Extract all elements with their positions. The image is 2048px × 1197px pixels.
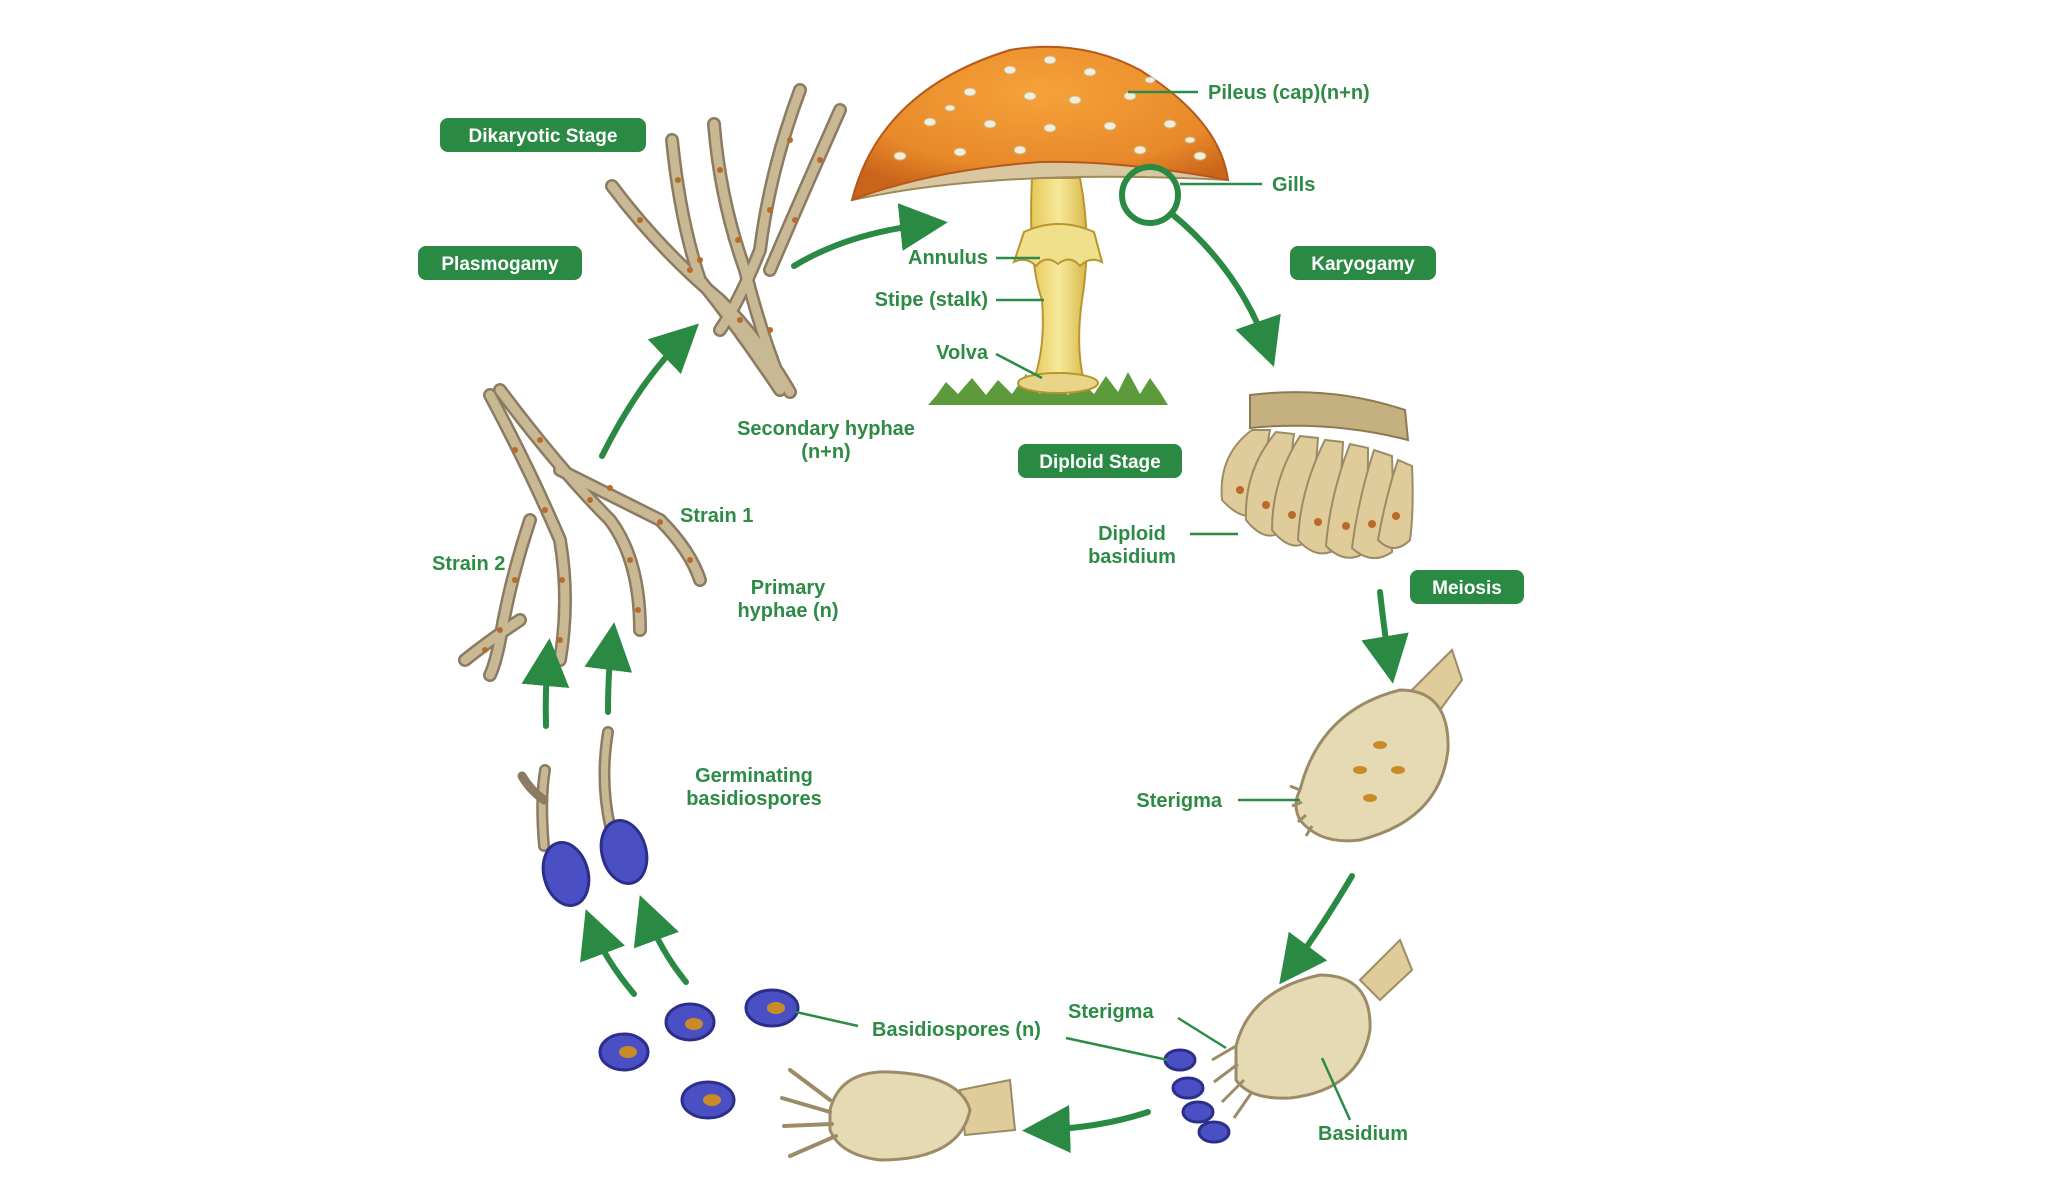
label-basidiospores: Basidiospores (n) [872,1019,1041,1041]
label-primary-hyphae-ploidy: hyphae (n) [737,600,838,622]
label-annulus: Annulus [908,247,988,269]
label-volva: Volva [936,342,989,364]
label-diploid-basidium: Diploid [1098,523,1166,545]
stage-badge-meiosis: Meiosis [1410,570,1524,604]
arrow-diploid-to-meiosis [1361,589,1409,684]
basidiospores-illustration [598,988,800,1120]
label-germinating-2: basidiospores [686,788,822,810]
label-secondary-hyphae-ploidy: (n+n) [801,441,850,463]
badge-label-diploid: Diploid Stage [1039,452,1160,473]
label-sterigma-bottom: Sterigma [1068,1001,1154,1023]
arrow-germ-to-primary-1 [521,638,570,729]
label-primary-hyphae: Primary [751,577,826,599]
label-germinating: Germinating [695,765,813,787]
arrow-meiosis-to-basidium [1279,873,1355,985]
leader-lines [795,90,1352,1121]
label-gills: Gills [1272,174,1315,196]
label-diploid-basidium-2: basidium [1088,546,1176,568]
spore-icon [1163,1048,1197,1072]
diploid-basidium-illustration [1220,391,1414,559]
arrow-hyphae-to-mushroom [791,203,948,269]
stage-badge-plasmogamy: Plasmogamy [418,246,582,280]
empty-basidium-illustration [780,1068,1017,1162]
stage-badge-karyogamy: Karyogamy [1290,246,1436,280]
germinating-basidiospores-illustration [517,726,649,907]
arrow-spore-to-germ-2 [633,895,689,985]
arrow-gills-to-diploid [1169,211,1281,367]
label-strain1: Strain 1 [680,505,753,527]
label-sterigma-top: Sterigma [1136,790,1222,812]
mushroom-illustration [850,45,1230,405]
badge-label-karyogamy: Karyogamy [1311,254,1415,275]
primary-hyphae-illustration [458,383,707,682]
label-pileus: Pileus (cap)(n+n) [1208,82,1370,104]
label-basidium: Basidium [1318,1123,1408,1145]
stage-badge-diploid: Diploid Stage [1018,444,1182,478]
label-strain2: Strain 2 [432,553,505,575]
meiosis-basidium-illustration [1289,648,1464,843]
arrow-basidium-to-empty [1022,1105,1151,1153]
arrow-primary-to-secondary [599,323,700,459]
gills-highlight-circle [1119,164,1181,226]
arrow-germ-to-primary-2 [584,622,633,715]
secondary-hyphae-illustration [605,83,847,399]
stage-badge-dikaryotic: Dikaryotic Stage [440,118,646,152]
label-secondary-hyphae: Secondary hyphae [737,418,915,440]
badge-label-meiosis: Meiosis [1432,578,1502,599]
badge-label-dikaryotic: Dikaryotic Stage [469,126,618,147]
arrow-spore-to-germ-1 [580,909,637,997]
label-stipe: Stipe (stalk) [875,289,988,311]
cycle-arrows [521,203,1409,1153]
badge-label-plasmogamy: Plasmogamy [441,254,559,275]
